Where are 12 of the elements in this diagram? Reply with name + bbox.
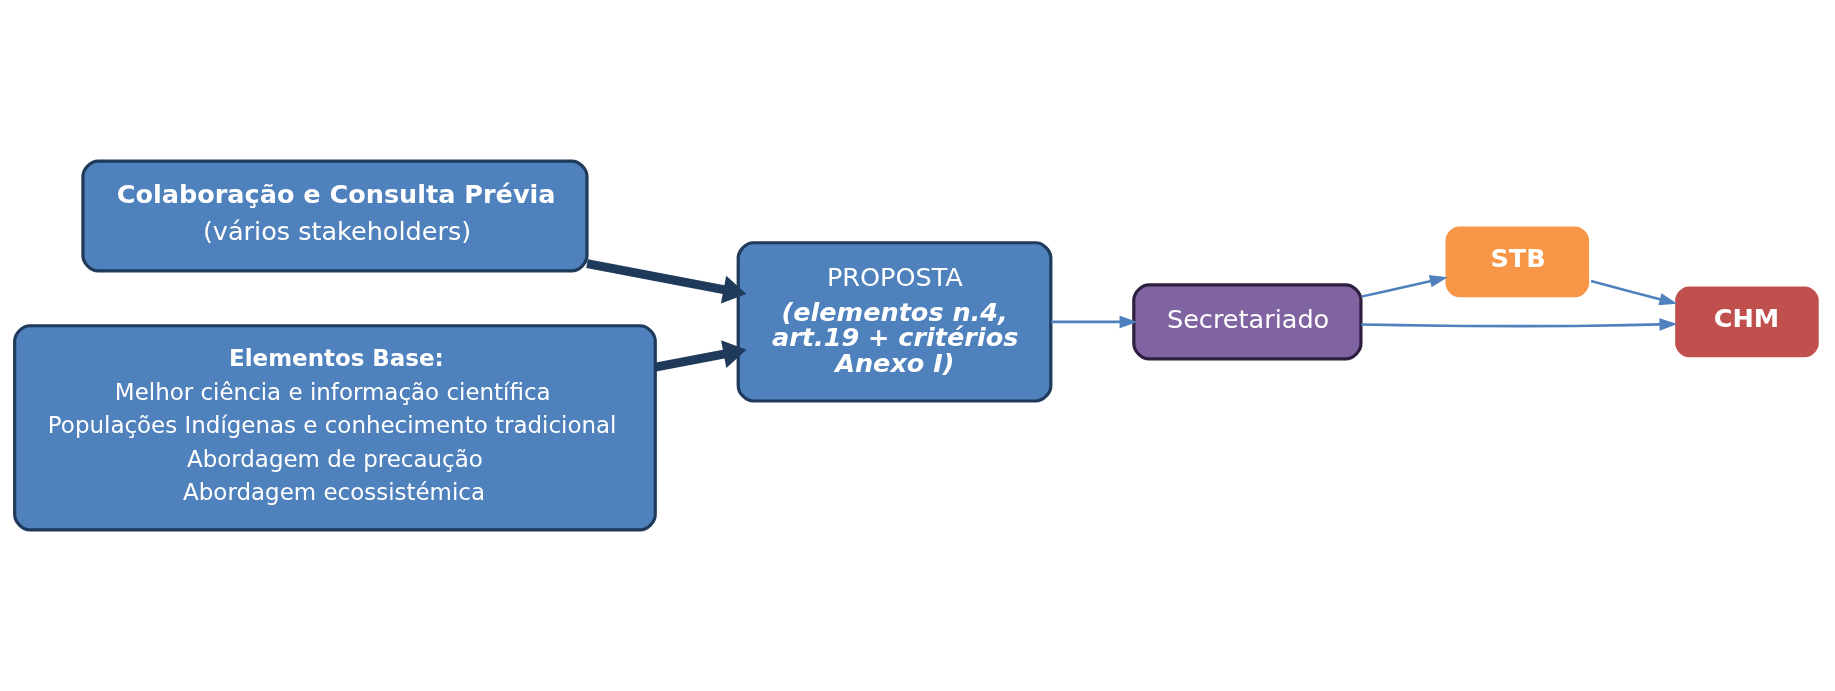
arrow: [1051, 315, 1138, 329]
node-box: Colaboração e Consulta Prévia (vários stakeholders): [81, 159, 589, 273]
node-box: PROPOSTA (elementos n.4, art.19 + critérios Anexo I): [736, 241, 1053, 403]
node-box: STB: [1442, 223, 1593, 301]
arrow: [1590, 279, 1678, 306]
arrow: [1361, 318, 1678, 331]
arrow: [654, 340, 747, 372]
arrow: [1360, 275, 1448, 298]
node-box: Secretariado: [1132, 283, 1363, 361]
node-box: CHM: [1672, 283, 1822, 361]
arrow: [586, 259, 747, 304]
node-box: Elementos Base: Melhor ciência e informação científica Populações Indígenas e conhecimento tradicional Abordagem de precaução Abordagem ecossistémica: [13, 324, 657, 532]
